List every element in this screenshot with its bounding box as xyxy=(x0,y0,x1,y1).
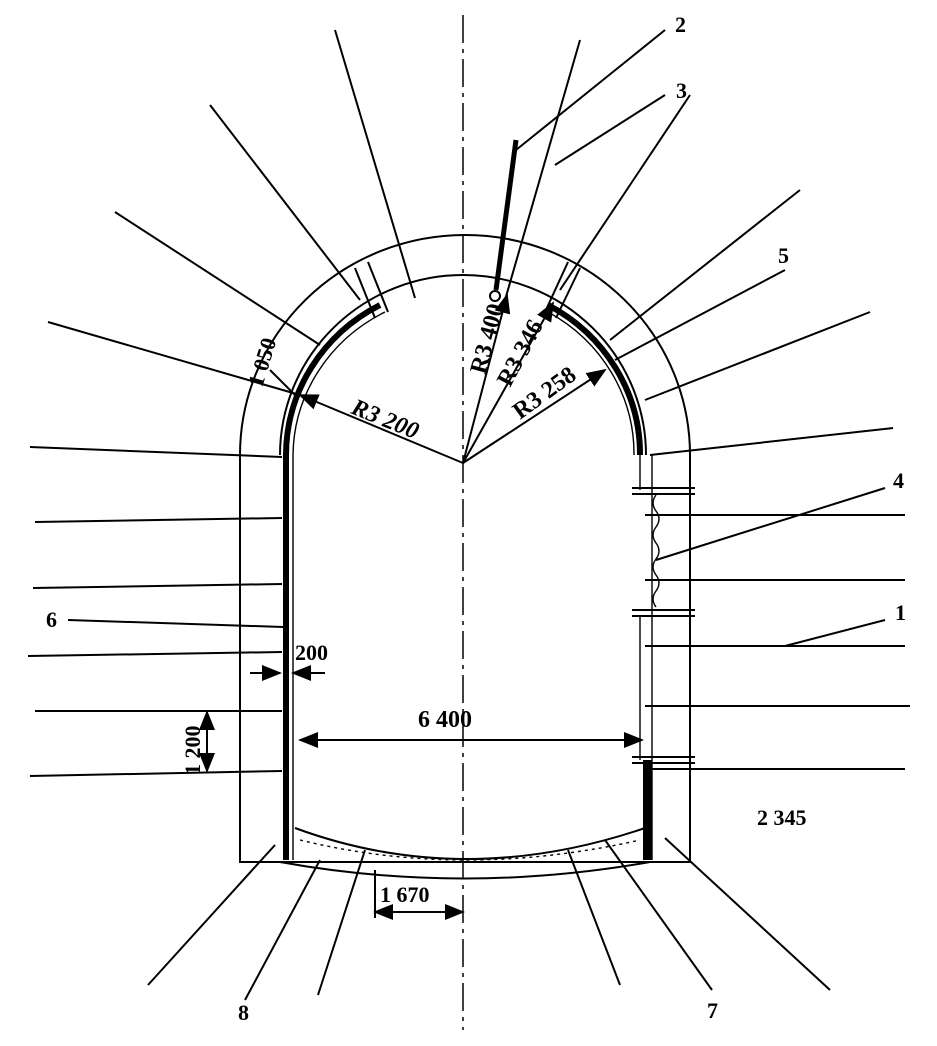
steel-support-right xyxy=(546,302,644,456)
callout-3: 3 xyxy=(676,78,687,103)
right-wall-rib xyxy=(643,760,652,860)
callout-8: 8 xyxy=(238,1000,249,1025)
callout-2: 2 xyxy=(675,12,686,37)
dim-span: 6 400 xyxy=(418,707,472,733)
inner-arch xyxy=(279,274,647,456)
rock-bolts xyxy=(27,29,910,996)
dim-side-value: 2 345 xyxy=(757,805,807,830)
leader-lines xyxy=(67,29,886,1001)
callout-7: 7 xyxy=(707,998,718,1023)
dim-wall-offset: 200 xyxy=(295,640,328,665)
radius-lines xyxy=(199,293,644,920)
callout-6: 6 xyxy=(46,607,57,632)
secondary-lining-left xyxy=(292,311,386,860)
dim-inner-radius: R3 200 xyxy=(347,394,423,445)
callout-1: 1 xyxy=(895,600,906,625)
callout-5: 5 xyxy=(778,243,789,268)
invert-fill xyxy=(299,839,641,861)
dim-bolt-spacing: 1 200 xyxy=(180,726,205,776)
joints xyxy=(354,261,695,764)
pipe xyxy=(493,139,519,291)
outer-lining xyxy=(239,234,691,863)
invert-inner xyxy=(294,827,646,860)
dim-lining-thickness: 1 050 xyxy=(243,335,281,390)
secondary-lining-right xyxy=(547,311,635,456)
steel-support-left xyxy=(283,302,382,860)
mesh-zigzag xyxy=(652,494,660,608)
dim-invert-width: 1 670 xyxy=(380,882,430,907)
callout-4: 4 xyxy=(893,468,904,493)
